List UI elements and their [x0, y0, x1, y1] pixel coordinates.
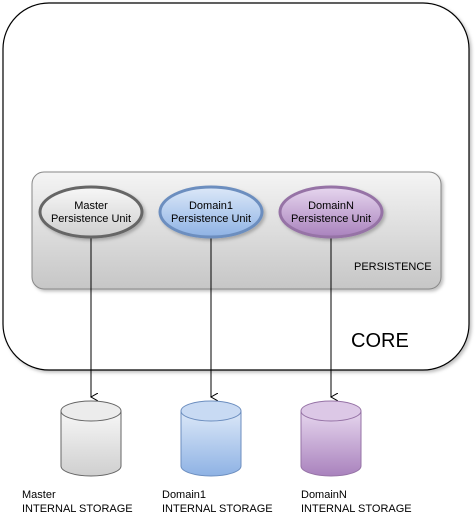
unit-domain1-line1: Domain1 — [189, 200, 233, 212]
unit-master-line1: Master — [74, 200, 108, 212]
storage-domain1-line1: Domain1 — [162, 489, 206, 501]
storage-master-line1: Master — [22, 489, 56, 501]
storage-master-line2: INTERNAL STORAGE — [22, 503, 133, 515]
persistence-unit-domain1: Domain1 Persistence Unit — [158, 185, 264, 239]
persistence-unit-domainN: DomainN Persistence Unit — [278, 185, 384, 239]
core-label: CORE — [351, 330, 409, 352]
unit-domainN-line1: DomainN — [308, 200, 354, 212]
unit-domain1-line2: Persistence Unit — [171, 213, 251, 225]
storage-domain1: Domain1 INTERNAL STORAGE — [162, 400, 273, 515]
unit-master-line2: Persistence Unit — [51, 213, 131, 225]
unit-domainN-line2: Persistence Unit — [291, 213, 371, 225]
storage-domainN-line2: INTERNAL STORAGE — [301, 503, 412, 515]
persistence-unit-master: Master Persistence Unit — [38, 185, 144, 239]
persistence-label: PERSISTENCE — [354, 261, 432, 273]
storage-master: Master INTERNAL STORAGE — [22, 400, 133, 515]
storage-domainN-line1: DomainN — [301, 489, 347, 501]
storage-domain1-line2: INTERNAL STORAGE — [162, 503, 273, 515]
storage-domainN: DomainN INTERNAL STORAGE — [300, 400, 412, 515]
